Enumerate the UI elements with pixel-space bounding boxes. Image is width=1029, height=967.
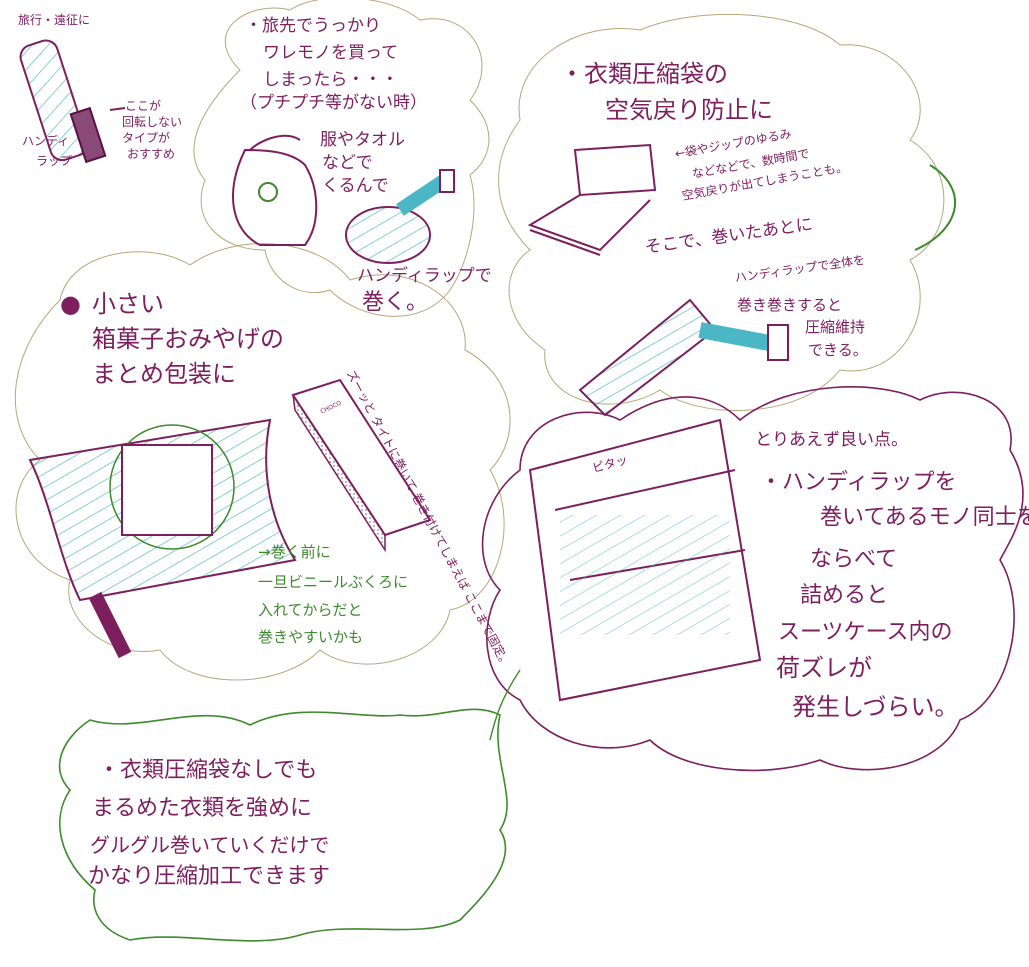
green-note: →巻く前に [258, 543, 331, 561]
cloud-suitcase [481, 386, 1024, 772]
suitcase-text: 荷ズレが [776, 654, 872, 682]
wrap-text: などで [322, 153, 373, 173]
compression-bag-drawing [527, 143, 657, 256]
roll-text: ハンディラップで [357, 266, 492, 286]
choco-box-drawing [291, 378, 432, 553]
tip-text: できる。 [808, 341, 868, 359]
snack-text: 小さい [92, 290, 164, 318]
tip-text: ここが [125, 99, 162, 113]
wrap-text: 服やタオル [320, 130, 405, 150]
green-note: 一旦ビニールぶくろに [258, 573, 409, 591]
suitcase-text: 巻いてあるモノ同士を [820, 505, 1029, 530]
snack-text: 箱菓子おみやげの [92, 325, 284, 353]
bottom-text: かなり圧縮加工できます [88, 864, 331, 889]
cloud-fragile [193, 0, 490, 317]
wrap-text: くるんで [322, 176, 389, 196]
tip-text: 圧縮維持 [805, 318, 866, 336]
tip-text: おすすめ [127, 147, 176, 161]
suitcase-intro: とりあえず良い点。 [755, 430, 908, 450]
compression-title: 空気戻り防止に [605, 96, 773, 124]
suitcase-text: スーツケース内の [778, 620, 953, 645]
cloud-snack [14, 243, 511, 681]
roll-text: 巻く。 [362, 290, 429, 315]
fragile-text: しまったら・・・ [263, 70, 399, 90]
fragile-text: ・旅先でうっかり [245, 16, 381, 36]
fragile-note: （プチプチ等がない時） [240, 93, 427, 113]
connector-line [489, 669, 521, 741]
bottom-text: ・衣類圧縮袋なしでも [98, 758, 318, 783]
bottom-text: グルグル巻いていくだけで [90, 833, 330, 857]
tip-text: タイプが [122, 131, 171, 145]
suitcase-text: 詰めると [800, 583, 889, 608]
tip-text: 回転しない [122, 115, 183, 129]
handy-label: ハンディ [22, 134, 70, 148]
snack-text: まとめ包装に [92, 360, 236, 388]
wrapped-mug-drawing [345, 169, 455, 264]
fragile-text: ワレモノを買って [263, 43, 399, 63]
snack-wrap-drawing [28, 418, 297, 659]
bottom-text: まるめた衣類を強めに [92, 796, 313, 821]
towel-mug-drawing [232, 134, 318, 246]
handy-wrap-drawing [19, 39, 126, 164]
cloud-bottom [58, 708, 508, 942]
snack-bullet: ● [60, 290, 81, 318]
travel-heading: 旅行・遠征に [18, 13, 91, 27]
tip-text: 巻き巻きすると [737, 296, 843, 314]
suitcase-text: 発生しづらい。 [792, 693, 959, 721]
handy-label: ラップ [36, 154, 73, 168]
suitcase-drawing [528, 418, 762, 702]
wrapped-roll-drawing [578, 298, 789, 417]
curved-arrow [914, 164, 957, 251]
green-note: 入れてからだと [258, 601, 363, 619]
green-note: 巻きやすいかも [258, 628, 364, 646]
cloud-compression [498, 13, 945, 411]
suitcase-text: ・ハンディラップを [760, 470, 957, 495]
compression-title: ・衣類圧縮袋の [560, 60, 728, 88]
suitcase-text: ならべて [810, 547, 898, 572]
